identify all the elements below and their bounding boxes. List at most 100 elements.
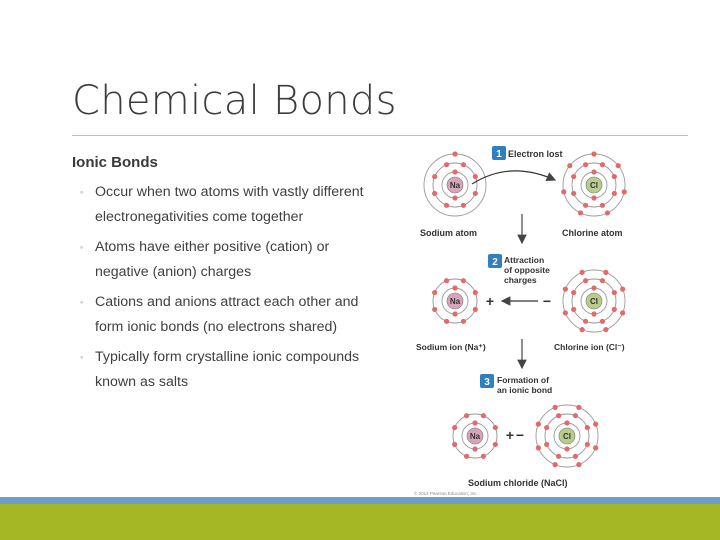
electron-transfer-arrow: [471, 170, 557, 185]
electron-dot: [576, 462, 582, 468]
electron-dot: [584, 424, 590, 431]
electron-dot: [582, 278, 589, 284]
electron-shell: [452, 413, 498, 459]
electron-dot: [472, 420, 478, 426]
electron-dot: [567, 163, 573, 169]
electron-dot: [561, 189, 567, 195]
step-3-badge: [480, 374, 494, 388]
electron-dot: [460, 162, 467, 168]
copyright-note: © 2014 Pearson Education, Inc.: [414, 490, 478, 496]
step-2-group: 2 Attraction of opposite charges: [488, 254, 550, 285]
electron-shell: [535, 404, 599, 468]
electron-dot: [544, 441, 550, 448]
bullet-text: Cations and anions attract each other an…: [95, 294, 359, 335]
bullet-item: ◦ Cations and anions attract each other a…: [80, 290, 380, 339]
electron-dot: [577, 210, 584, 216]
step-3-label-line: an ionic bond: [497, 385, 552, 395]
electron-dot: [579, 327, 585, 333]
chlorine-atom: Cl: [561, 151, 627, 217]
electron-dot: [443, 202, 450, 208]
ionic-bond-svg: 1 Electron lost Na Cl Sodium atom Chlori…: [414, 146, 627, 496]
electron-dot: [452, 195, 458, 201]
electron-dot: [571, 173, 577, 180]
step-2-label-line: Attraction: [504, 255, 544, 265]
na-nucleus: [466, 427, 484, 445]
electron-dot: [615, 163, 621, 169]
electron-dot: [599, 318, 606, 324]
electron-dot: [544, 424, 550, 431]
electron-dot: [535, 445, 541, 451]
bullet-marker-icon: ◦: [80, 352, 84, 362]
electron-dot: [582, 162, 589, 168]
electron-dot: [432, 289, 438, 296]
electron-dot: [593, 445, 599, 451]
bullet-marker-icon: ◦: [80, 297, 84, 307]
electron-dot: [480, 453, 487, 459]
electron-shell: [432, 278, 478, 324]
electron-dot: [432, 306, 438, 313]
sodium-atom: Na: [423, 151, 487, 217]
electron-dot: [593, 421, 599, 427]
electron-dot: [460, 278, 467, 284]
bullet-list: ◦ Occur when two atoms with vastly differ…: [80, 180, 380, 400]
electron-dot: [492, 441, 498, 448]
step-2-badge: [488, 254, 502, 268]
electron-dot: [562, 310, 568, 316]
electron-dot: [572, 413, 579, 419]
chlorine-atom-label: Chlorine atom: [562, 228, 623, 238]
electron-dot: [611, 289, 617, 296]
electron-dot: [472, 306, 478, 313]
chlorine-ion-bonded: Cl: [535, 404, 599, 468]
bullet-text: Typically form crystalline ionic compoun…: [95, 349, 360, 390]
electron-dot: [443, 162, 450, 168]
electron-dot: [591, 311, 597, 317]
electron-dot: [443, 318, 450, 324]
electron-shell: [562, 269, 626, 333]
bullet-item: ◦ Typically form crystalline ionic compou…: [80, 345, 380, 394]
electron-dot: [603, 327, 609, 333]
electron-dot: [591, 151, 597, 157]
electron-dot: [591, 285, 597, 291]
electron-dot: [460, 202, 467, 208]
step-2-label-line: of opposite: [504, 265, 550, 275]
electron-dot: [571, 306, 577, 313]
electron-dot: [432, 190, 438, 197]
na-symbol: Na: [450, 181, 461, 190]
electron-dot: [582, 202, 589, 208]
electron-dot: [571, 289, 577, 296]
na-symbol: Na: [450, 297, 461, 306]
electron-dot: [611, 173, 617, 180]
electron-dot: [452, 285, 458, 291]
electron-dot: [579, 269, 585, 275]
electron-dot: [452, 151, 458, 157]
na-nucleus: [446, 176, 464, 194]
minus-sign: −: [543, 293, 551, 309]
ionic-bond-diagram: 1 Electron lost Na Cl Sodium atom Chlori…: [410, 142, 646, 498]
footer-band-green: [0, 504, 720, 540]
electron-dot: [472, 446, 478, 452]
electron-dot: [620, 286, 626, 292]
electron-dot: [463, 453, 470, 459]
electron-dot: [452, 441, 458, 448]
plus-sign: +: [506, 427, 514, 443]
chlorine-ion-label: Chlorine ion (Cl⁻): [554, 342, 625, 352]
electron-dot: [564, 446, 570, 452]
bullet-text: Occur when two atoms with vastly differe…: [95, 184, 364, 225]
na-symbol: Na: [470, 432, 481, 441]
electron-dot: [576, 404, 582, 410]
plus-sign: +: [486, 293, 494, 309]
electron-dot: [599, 162, 606, 168]
step-1-group: 1 Electron lost: [492, 146, 563, 160]
footer-band-blue: [0, 497, 720, 504]
bullet-item: ◦Occur when two atoms with vastly differ…: [80, 180, 380, 229]
step-1-label: Electron lost: [508, 149, 563, 159]
electron-dot: [572, 453, 579, 459]
na-nucleus: [446, 292, 464, 310]
step-3-number: 3: [484, 377, 490, 388]
electron-dot: [582, 318, 589, 324]
electron-dot: [621, 189, 627, 195]
step-1-badge: [492, 146, 506, 160]
sodium-ion: Na: [432, 278, 478, 324]
electron-dot: [611, 306, 617, 313]
cl-symbol: Cl: [590, 297, 598, 306]
